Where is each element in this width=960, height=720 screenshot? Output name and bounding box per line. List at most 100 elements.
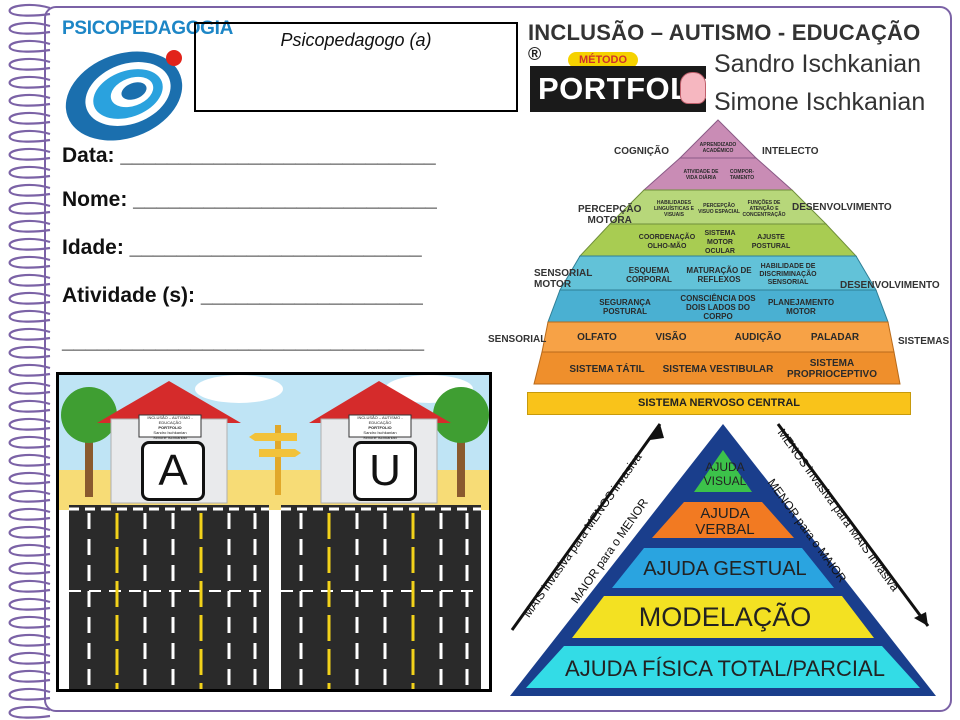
spiral-ring [8, 219, 51, 233]
signpost-icon [249, 425, 301, 495]
spiral-ring [8, 75, 51, 89]
spiral-ring [8, 705, 51, 719]
house-left-sign: INCLUSÃO – AUTISMO - EDUCAÇÃO PORTFOLIO … [139, 415, 201, 440]
psicopedagogo-box[interactable]: Psicopedagogo (a) [194, 22, 518, 112]
spiral-ring [8, 525, 51, 539]
psicopedagogo-label: Psicopedagogo (a) [280, 30, 432, 50]
label-sensorial: SENSORIAL [488, 334, 547, 345]
help-gestual: AJUDA GESTUAL [643, 558, 807, 580]
spiral-ring [8, 129, 51, 143]
spiral-ring [8, 345, 51, 359]
spiral-ring [8, 579, 51, 593]
arrow-down-icon [914, 612, 928, 626]
label-cognicao: COGNIÇÃO [614, 146, 669, 157]
activity-scene: INCLUSÃO – AUTISMO - EDUCAÇÃO PORTFOLIO … [56, 372, 492, 692]
cell-audicao: AUDIÇÃO [734, 331, 782, 343]
cell-ajuste-postural: AJUSTE POSTURAL [751, 234, 791, 250]
cell-olho-mao: COORDENAÇÃO OLHO-MÃO [638, 234, 696, 250]
atividade-field[interactable]: Atividade (s): ___________________ [62, 284, 423, 307]
sign-line: Simone Ischkanian [363, 435, 397, 440]
metodo-badge: MÉTODO [568, 52, 638, 68]
cell-atencao: FUNÇÕES DE ATENÇÃO E CONCENTRAÇÃO [742, 200, 786, 218]
spiral-ring [8, 291, 51, 305]
cell-proprioceptivo: SISTEMA PROPRIOCEPTIVO [786, 358, 877, 380]
cell-visuo-espacial: PERCEPÇÃO VISUO ESPACIAL [698, 203, 740, 215]
spiral-ring [8, 363, 51, 377]
spiral-ring [8, 507, 51, 521]
cell-linguisticas: HABILIDADES LINGUÍSTICAS E VISUAIS [653, 200, 694, 218]
author-simone: Simone Ischkanian [714, 88, 926, 116]
spiral-ring [8, 417, 51, 431]
help-verbal: AJUDA VERBAL [695, 505, 755, 538]
spiral-ring [8, 165, 51, 179]
sign-line: Sandro Ischkanian [363, 430, 397, 435]
spiral-ring [8, 183, 51, 197]
cell-vida-diaria: ATIVIDADE DE VIDA DIÁRIA [683, 169, 719, 181]
spiral-ring [8, 489, 51, 503]
cell-comportamento: COMPOR-TAMENTO [729, 169, 755, 181]
swirl-logo-icon [65, 50, 183, 141]
spiral-ring [8, 561, 51, 575]
spiral-ring [8, 687, 51, 701]
letter-u-card[interactable]: U [353, 441, 417, 501]
cell-dois-lados: CONSCIÊNCIA DOS DOIS LADOS DO CORPO [680, 293, 756, 321]
spiral-ring [8, 147, 51, 161]
cell-maturacao: MATURAÇÃO DE REFLEXOS [686, 266, 752, 284]
label-intelecto: INTELECTO [762, 146, 819, 157]
cell-seguranca: SEGURANÇA POSTURAL [599, 298, 651, 316]
arrow-up-icon [650, 424, 664, 440]
logo-text: PSICOPEDAGOGIA [62, 18, 234, 39]
house-right-sign: INCLUSÃO – AUTISMO - EDUCAÇÃO PORTFOLIO … [349, 415, 411, 440]
development-pyramid [533, 119, 901, 385]
spiral-ring [8, 3, 51, 17]
sign-line: INCLUSÃO – AUTISMO - EDUCAÇÃO [147, 415, 193, 425]
road-right-icon [281, 505, 481, 689]
help-pyramid [510, 424, 936, 696]
spiral-binding [8, 3, 51, 719]
spiral-ring [8, 39, 51, 53]
mascot-icon [680, 72, 706, 104]
cell-olfato: OLFATO [577, 331, 617, 343]
tree-left-icon [61, 387, 117, 497]
label-sensorial-motor: SENSORIAL MOTOR [534, 268, 593, 290]
spiral-ring [8, 57, 51, 71]
spiral-ring [8, 651, 51, 665]
spiral-ring [8, 111, 51, 125]
spiral-ring [8, 273, 51, 287]
cell-discriminacao: HABILIDADE DE DISCRIMINAÇÃO SENSORIAL [759, 263, 817, 286]
cell-motor-ocular: SISTEMA MOTOR OCULAR [704, 229, 736, 255]
spiral-ring [8, 471, 51, 485]
spiral-ring [8, 669, 51, 683]
help-fisica: AJUDA FÍSICA TOTAL/PARCIAL [565, 656, 885, 681]
label-percepcao-motora: PERCEPÇÃO MOTORA [578, 204, 642, 226]
letter-a-card[interactable]: A [141, 441, 205, 501]
cell-planejamento: PLANEJAMENTO MOTOR [767, 298, 835, 316]
author-sandro: Sandro Ischkanian [714, 50, 922, 78]
header-title: INCLUSÃO – AUTISMO - EDUCAÇÃO [528, 20, 921, 45]
idade-field[interactable]: Idade: _________________________ [62, 236, 422, 259]
spiral-ring [8, 255, 51, 269]
cell-visao: VISÃO [655, 331, 687, 343]
label-sistemas: SISTEMAS [898, 336, 950, 347]
psicopedagogia-logo: PSICOPEDAGOGIA [62, 18, 234, 141]
sign-brand: PORTFOLIO [158, 425, 182, 430]
diagonal-arrows [510, 423, 930, 631]
spiral-ring [8, 399, 51, 413]
data-field[interactable]: Data: ___________________________ [62, 144, 436, 167]
help-visual: AJUDA VISUAL [703, 460, 747, 488]
road-left-icon [69, 505, 269, 689]
spiral-ring [8, 633, 51, 647]
tree-right-icon [433, 387, 489, 497]
sign-line: Sandro Ischkanian [153, 430, 187, 435]
blank-line-field[interactable]: _______________________________ [62, 330, 425, 353]
spiral-ring [8, 597, 51, 611]
registered-mark: ® [528, 44, 542, 64]
spiral-ring [8, 435, 51, 449]
sign-brand: PORTFOLIO [368, 425, 392, 430]
sistema-nervoso-central-bar: SISTEMA NERVOSO CENTRAL [527, 392, 911, 415]
spiral-ring [8, 93, 51, 107]
help-modelacao: MODELAÇÃO [638, 602, 812, 632]
nome-field[interactable]: Nome: __________________________ [62, 188, 437, 211]
cell-paladar: PALADAR [810, 331, 860, 343]
